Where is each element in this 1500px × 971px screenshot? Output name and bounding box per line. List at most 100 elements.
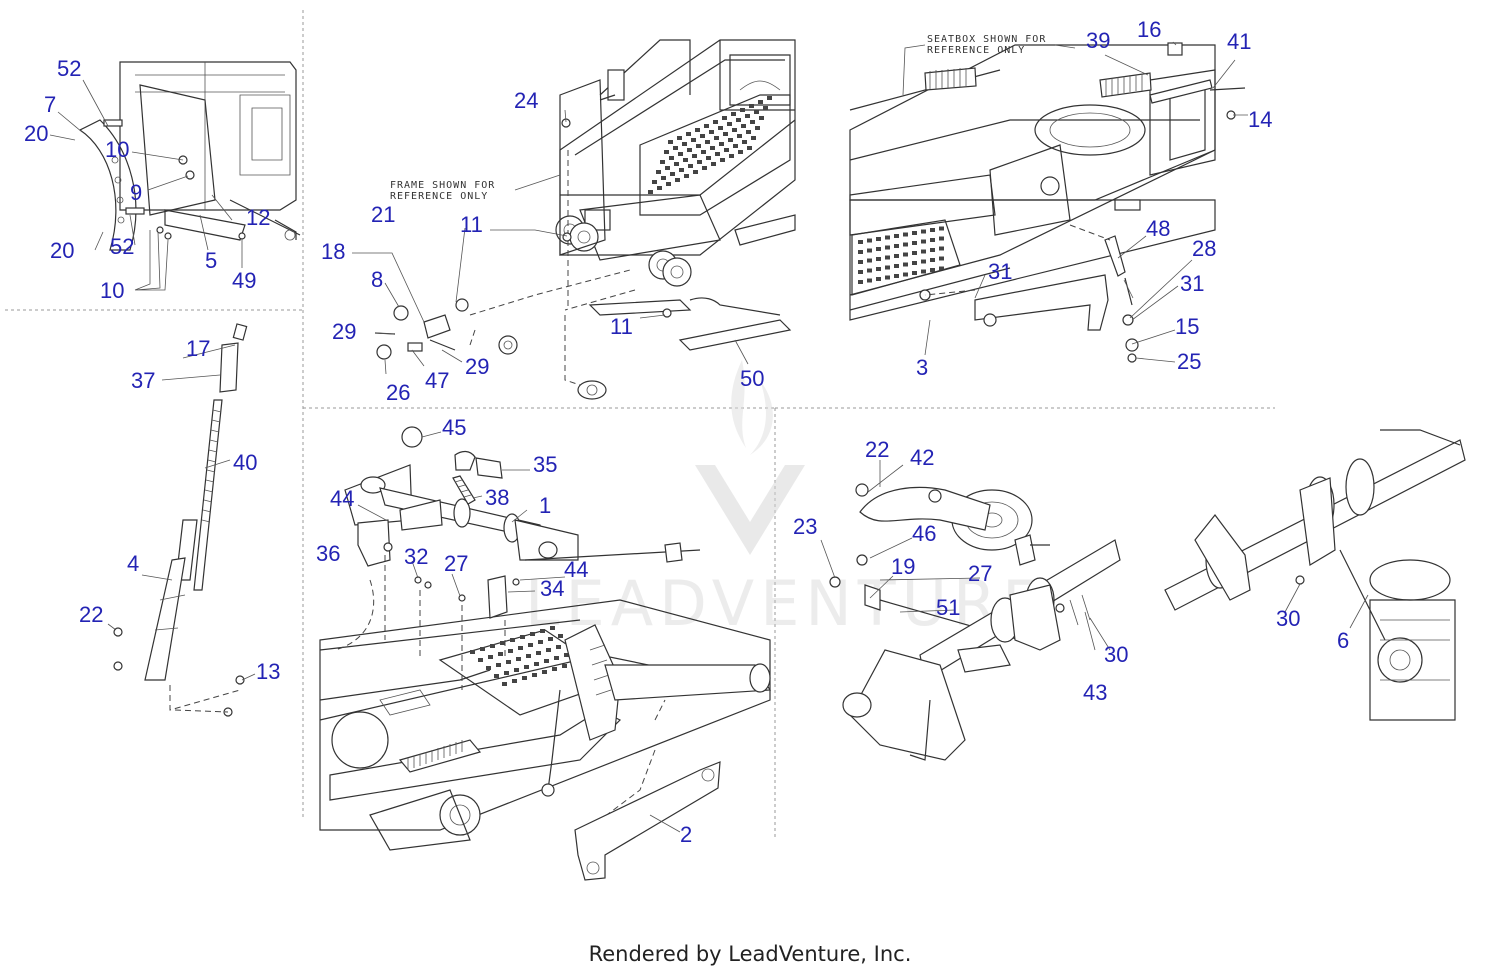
grate-hole	[754, 110, 759, 114]
grate-hole	[939, 246, 944, 251]
panel-frame-pivot	[374, 39, 796, 400]
grate-hole	[738, 150, 743, 154]
callout-37: 37	[131, 368, 155, 393]
callout-25: 25	[1177, 349, 1201, 374]
seatbox-note-line-2: REFERENCE ONLY	[927, 45, 1025, 56]
grate-hole	[688, 164, 693, 168]
callout-52: 52	[57, 56, 81, 81]
grate-hole	[885, 265, 890, 270]
grate-hole	[530, 632, 535, 636]
grate-hole	[921, 229, 926, 234]
grate-hole	[528, 643, 533, 647]
grate-hole	[670, 172, 675, 176]
callout-44: 44	[330, 486, 354, 511]
grate-hole	[678, 152, 683, 156]
grate-hole	[709, 130, 714, 134]
grate-hole	[876, 247, 881, 251]
grate-hole	[876, 277, 881, 281]
grate-hole	[745, 114, 750, 118]
grate-hole	[939, 266, 944, 271]
grate-hole	[736, 118, 741, 122]
grate-hole	[740, 108, 745, 112]
seatbox-note-line-1: SEATBOX SHOWN FOR	[927, 34, 1046, 45]
grate-hole	[558, 634, 563, 638]
grate-hole	[508, 649, 513, 653]
grate-hole	[673, 146, 678, 150]
callout-10: 10	[100, 278, 124, 303]
grate-hole	[763, 106, 768, 110]
grate-hole	[494, 674, 499, 678]
grate-hole	[536, 651, 541, 655]
grate-hole	[669, 156, 674, 160]
callout-18: 18	[321, 239, 345, 264]
grate-hole	[666, 182, 671, 186]
grate-hole	[538, 640, 543, 644]
callout-28: 28	[1192, 236, 1216, 261]
callout-29: 29	[332, 319, 356, 344]
grate-hole	[710, 146, 715, 150]
callout-20: 20	[24, 121, 48, 146]
grate-hole	[510, 638, 515, 642]
grate-hole	[677, 136, 682, 140]
panel-linkage	[829, 429, 1466, 761]
grate-hole	[546, 648, 551, 652]
grate-hole	[858, 280, 863, 284]
callout-29: 29	[465, 354, 489, 379]
grate-hole	[562, 664, 567, 668]
callouts: 52 7 20 10 9 12 20 52 5 49 10 24 21 11 1…	[24, 17, 1349, 847]
callout-50: 50	[740, 366, 764, 391]
callout-36: 36	[316, 541, 340, 566]
callout-19: 19	[891, 554, 915, 579]
callout-34: 34	[540, 576, 564, 601]
panel-main-frame	[319, 426, 772, 881]
grate-hole	[714, 136, 719, 140]
grate-hole	[715, 152, 720, 156]
grate-hole	[741, 124, 746, 128]
grate-hole	[684, 174, 689, 178]
grate-hole	[751, 136, 756, 140]
grate-hole	[921, 239, 926, 244]
grate-hole	[661, 176, 666, 180]
callout-32: 32	[404, 544, 428, 569]
callout-40: 40	[233, 450, 257, 475]
grate-hole	[903, 262, 908, 267]
grate-hole	[755, 126, 760, 130]
callout-2: 2	[680, 822, 692, 847]
callout-41: 41	[1227, 29, 1251, 54]
grate-hole	[720, 158, 725, 162]
grate-hole	[532, 673, 537, 677]
callout-5: 5	[205, 248, 217, 273]
grate-hole	[544, 659, 549, 663]
grate-hole	[702, 166, 707, 170]
grate-hole	[687, 148, 692, 152]
frame-note-line-1: FRAME SHOWN FOR	[390, 180, 495, 191]
callout-22: 22	[865, 437, 889, 462]
grate-hole	[930, 228, 935, 232]
grate-hole	[885, 255, 890, 260]
grate-hole	[728, 138, 733, 142]
grate-hole	[692, 154, 697, 158]
callout-44: 44	[564, 557, 588, 582]
callout-13: 13	[256, 659, 280, 684]
grate-hole	[674, 162, 679, 166]
callout-42: 42	[910, 445, 934, 470]
grate-hole	[727, 122, 732, 126]
callout-8: 8	[371, 267, 383, 292]
grate-hole	[652, 180, 657, 184]
grate-hole	[656, 170, 661, 174]
grate-hole	[722, 116, 727, 120]
grate-hole	[885, 245, 890, 250]
grate-hole	[660, 160, 665, 164]
callout-11: 11	[460, 212, 483, 237]
callout-10: 10	[105, 137, 129, 162]
transaxle-right	[1369, 559, 1456, 721]
callout-24: 24	[514, 88, 538, 113]
grate-hole	[894, 264, 899, 268]
grate-hole	[903, 232, 908, 237]
grate-hole	[488, 655, 493, 659]
grate-hole	[912, 231, 917, 235]
callout-16: 16	[1137, 17, 1161, 42]
grate-hole	[695, 128, 700, 132]
frame-note-line-2: REFERENCE ONLY	[390, 191, 488, 202]
callout-14: 14	[1248, 107, 1272, 132]
